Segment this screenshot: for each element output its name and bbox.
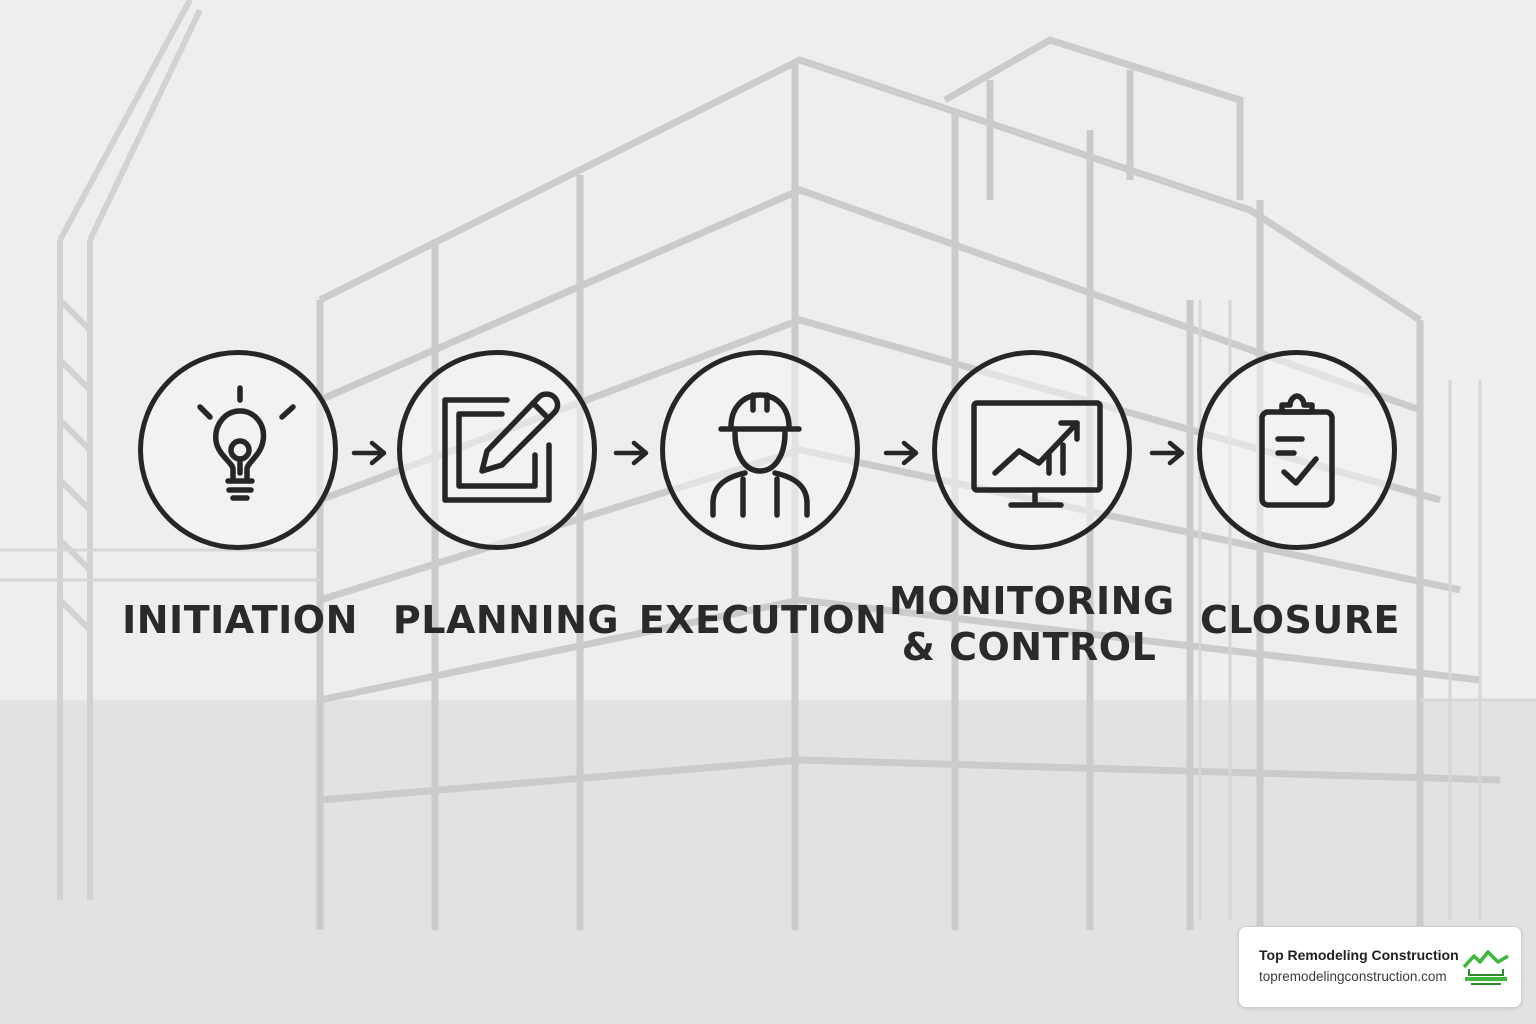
arrow-right-icon [613,440,649,466]
clipboard-check-icon [1259,393,1335,508]
step-execution-circle [660,350,860,550]
monitor-chart-icon [971,400,1103,508]
step-execution-label: EXECUTION [638,598,888,642]
step-monitoring-circle [932,350,1132,550]
edit-document-icon [442,391,561,503]
step-planning-circle [397,350,597,550]
step-initiation-label: INITIATION [122,598,358,642]
arrow-right-icon [1149,440,1185,466]
step-closure-label: CLOSURE [1200,598,1400,642]
lightbulb-icon [197,385,296,501]
step-closure-circle [1197,350,1397,550]
step-planning-label: PLANNING [392,598,620,642]
brand-name: Top Remodeling Construction [1259,947,1459,963]
brand-url-link[interactable]: topremodelingconstruction.com [1259,969,1447,984]
arrow-right-icon [351,440,387,466]
step-initiation-circle [138,350,338,550]
brand-card[interactable]: Top Remodeling Construction topremodelin… [1238,926,1522,1008]
company-logo-icon [1462,950,1509,985]
step-monitoring-label: MONITORING & CONTROL [889,579,1175,669]
construction-worker-icon [710,392,810,518]
arrow-right-icon [883,440,919,466]
